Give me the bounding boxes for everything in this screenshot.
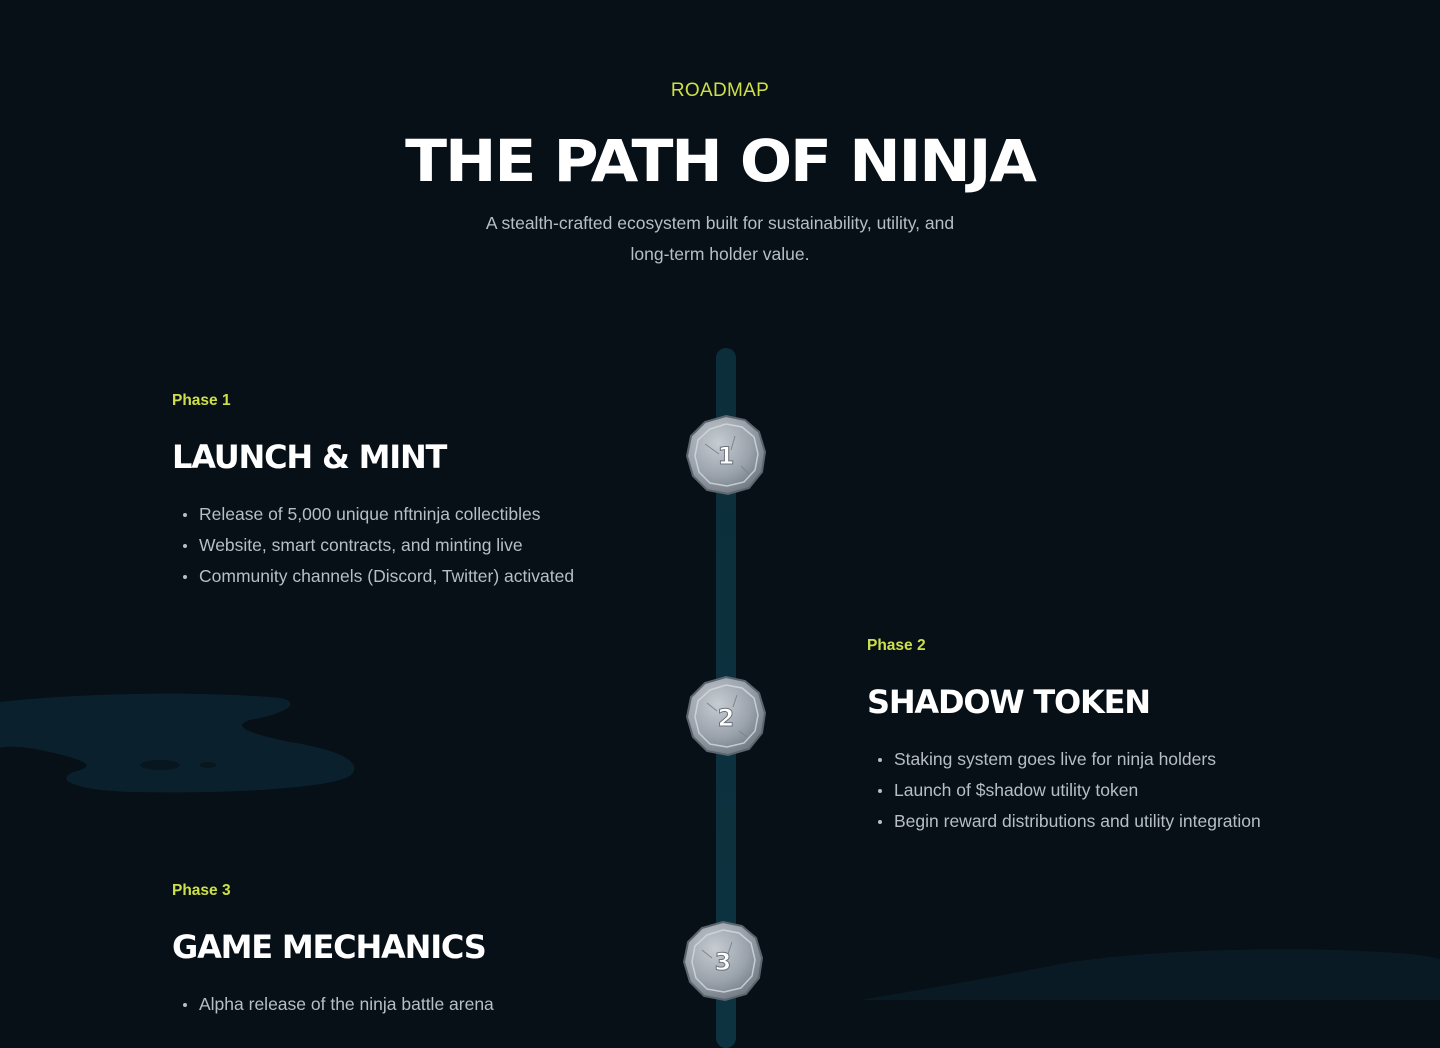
phase-3-label: Phase 3 [172,882,231,899]
phase-3-list: Alpha release of the ninja battle arena [172,989,494,1020]
list-item: Website, smart contracts, and minting li… [183,530,574,561]
phase-1-title: LAUNCH & MINT [172,438,447,476]
list-item: Begin reward distributions and utility i… [878,806,1261,837]
phase-3-card: Phase 3 GAME MECHANICS Alpha release of … [172,881,494,1020]
phase-2-card: Phase 2 SHADOW TOKEN Staking system goes… [867,636,1261,837]
section-eyebrow: ROADMAP [670,80,770,101]
phase-1-label: Phase 1 [172,392,231,409]
list-item: Community channels (Discord, Twitter) ac… [183,561,574,592]
list-item: Alpha release of the ninja battle arena [183,989,494,1020]
phase-2-label: Phase 2 [867,637,926,654]
phase-1-card: Phase 1 LAUNCH & MINT Release of 5,000 u… [172,391,574,592]
page-subtitle: A stealth-crafted ecosystem built for su… [485,213,955,264]
list-item: Launch of $shadow utility token [878,775,1261,806]
phase-2-title: SHADOW TOKEN [867,683,1151,721]
phase-3-number: 3 [715,948,732,976]
phase-1-list: Release of 5,000 unique nftninja collect… [172,499,574,592]
list-item: Staking system goes live for ninja holde… [878,744,1261,775]
phase-2-number: 2 [718,704,735,732]
background-smoke-right [860,949,1440,1000]
phase-2-coin-icon: 2 [685,675,767,757]
page-title: THE PATH OF NINJA [405,127,1037,195]
list-item: Release of 5,000 unique nftninja collect… [183,499,574,530]
phase-3-title: GAME MECHANICS [172,928,487,966]
background-smoke-left [0,693,355,793]
phase-3-coin-icon: 3 [682,920,764,1002]
phase-1-coin-icon: 1 [685,414,767,496]
phase-2-list: Staking system goes live for ninja holde… [867,744,1261,837]
phase-1-number: 1 [718,442,735,470]
